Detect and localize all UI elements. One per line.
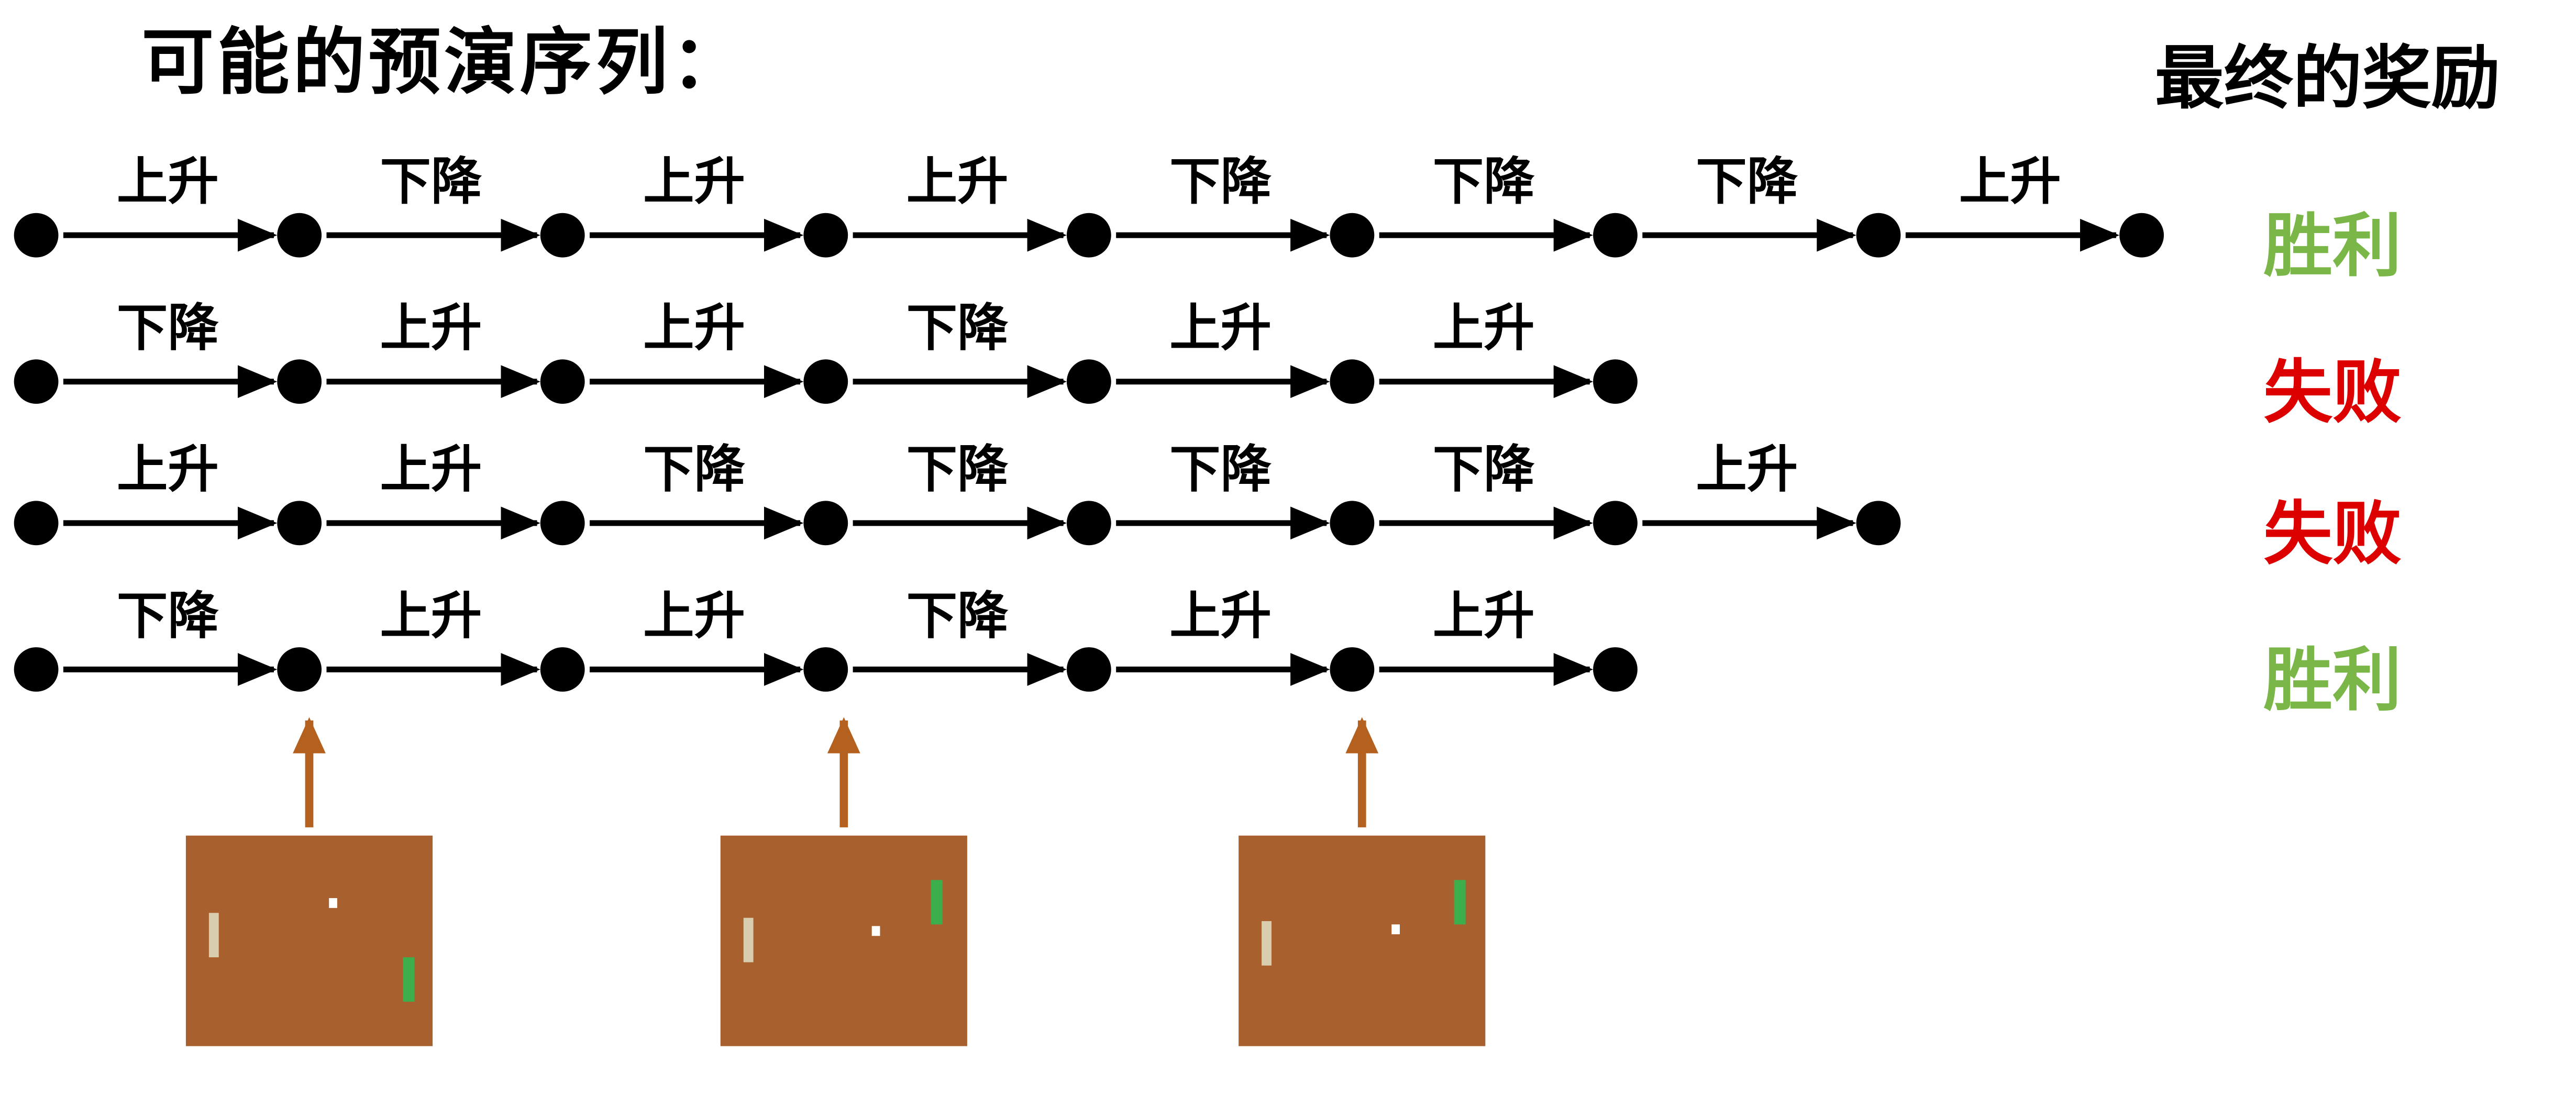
action-label: 下降 xyxy=(906,586,1009,645)
action-label: 下降 xyxy=(643,440,745,499)
state-node xyxy=(540,359,585,404)
state-node xyxy=(1330,647,1375,692)
action-label: 上升 xyxy=(906,152,1009,211)
action-label: 上升 xyxy=(117,440,219,499)
state-node xyxy=(1066,501,1111,546)
state-node xyxy=(803,647,848,692)
state-node xyxy=(803,501,848,546)
state-node xyxy=(14,359,59,404)
state-node xyxy=(1593,647,1638,692)
action-label: 上升 xyxy=(380,298,482,358)
state-node xyxy=(14,213,59,258)
action-label: 上升 xyxy=(1433,298,1535,358)
state-node xyxy=(1066,359,1111,404)
right-paddle xyxy=(1453,880,1465,924)
pong-frame-3 xyxy=(1239,835,1486,1046)
action-label: 下降 xyxy=(1433,440,1535,499)
reward-label-lose: 失败 xyxy=(2263,493,2402,574)
action-label: 下降 xyxy=(1433,152,1535,211)
ball xyxy=(871,926,879,936)
action-label: 下降 xyxy=(1169,152,1272,211)
state-node xyxy=(2119,213,2164,258)
state-node xyxy=(803,359,848,404)
action-label: 上升 xyxy=(643,152,745,211)
state-node xyxy=(14,501,59,546)
state-node xyxy=(540,501,585,546)
state-node xyxy=(1066,647,1111,692)
reward-label-win: 胜利 xyxy=(2263,639,2402,721)
ball xyxy=(329,899,337,909)
state-node xyxy=(277,647,322,692)
action-label: 上升 xyxy=(1959,152,2061,211)
action-label: 下降 xyxy=(117,298,219,358)
state-node xyxy=(1593,501,1638,546)
action-label: 下降 xyxy=(906,298,1009,358)
state-node xyxy=(1856,501,1901,546)
state-node xyxy=(277,213,322,258)
state-node xyxy=(1593,213,1638,258)
action-label: 上升 xyxy=(1169,586,1272,645)
right-paddle xyxy=(930,880,942,924)
ball xyxy=(1391,924,1400,934)
action-label: 上升 xyxy=(1169,298,1272,358)
state-node xyxy=(1330,213,1375,258)
state-node xyxy=(277,501,322,546)
reward-label-win: 胜利 xyxy=(2263,205,2402,286)
action-label: 上升 xyxy=(643,298,745,358)
action-label: 下降 xyxy=(117,586,219,645)
action-label: 上升 xyxy=(117,152,219,211)
state-node xyxy=(1593,359,1638,404)
action-label: 上升 xyxy=(1433,586,1535,645)
action-label: 下降 xyxy=(1169,440,1272,499)
action-label: 下降 xyxy=(906,440,1009,499)
state-node xyxy=(14,647,59,692)
action-label: 上升 xyxy=(1696,440,1798,499)
state-node xyxy=(1330,359,1375,404)
state-node xyxy=(540,647,585,692)
state-node xyxy=(1856,213,1901,258)
state-node xyxy=(1066,213,1111,258)
state-node xyxy=(1330,501,1375,546)
reward-column-header: 最终的奖励 xyxy=(2154,38,2501,119)
state-node xyxy=(540,213,585,258)
action-label: 下降 xyxy=(1696,152,1798,211)
figure-title: 可能的预演序列： xyxy=(141,21,747,106)
left-paddle xyxy=(1261,922,1271,967)
left-paddle xyxy=(743,917,753,963)
action-label: 上升 xyxy=(380,586,482,645)
action-label: 上升 xyxy=(380,440,482,499)
left-paddle xyxy=(208,913,218,958)
state-node xyxy=(803,213,848,258)
action-label: 上升 xyxy=(643,586,745,645)
pong-frame-1 xyxy=(185,835,433,1046)
right-paddle xyxy=(403,957,415,1002)
reward-label-lose: 失败 xyxy=(2263,352,2402,433)
action-label: 下降 xyxy=(380,152,482,211)
state-node xyxy=(277,359,322,404)
pong-frame-2 xyxy=(720,835,967,1046)
